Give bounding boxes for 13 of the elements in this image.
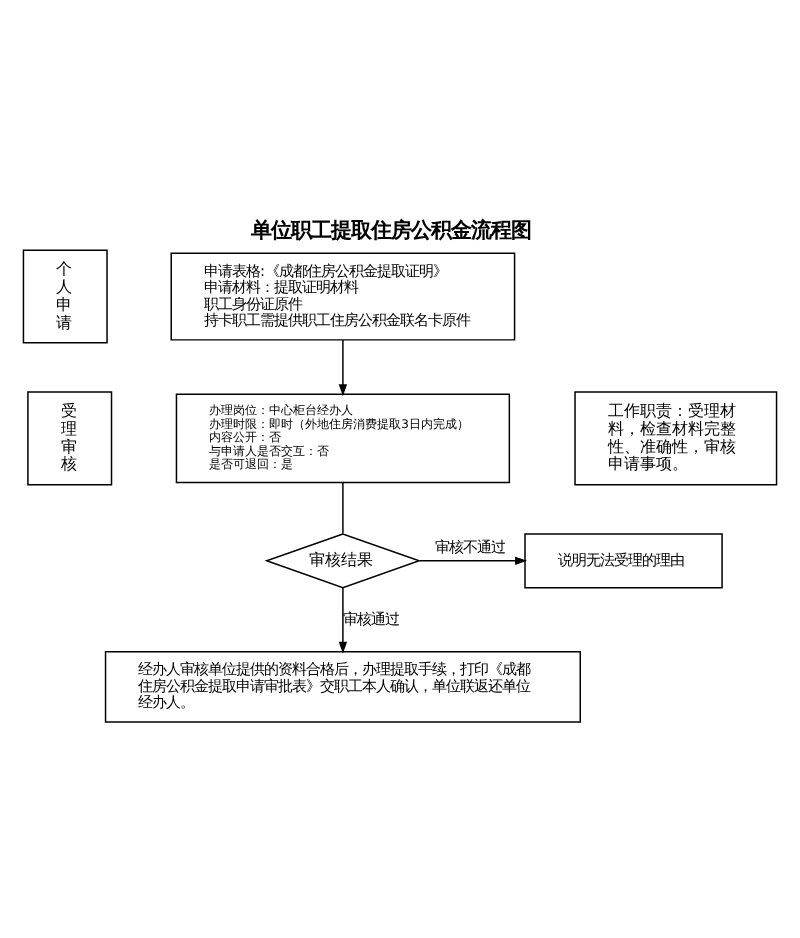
node-box: 经办人审核单位提供的资料合格后，办理提取手续，打印《成都住房公积金提取申请审批表》交职工本人确认，单位联返还单位经办人。 [104,651,581,723]
node-box: 个人申请 [22,249,108,344]
connector [342,482,344,535]
node-box: 工作职责：受理材料，检查材料完整性、准确性，审核申请事项。 [574,391,778,486]
node-box: 受理审核 [27,391,113,486]
node-diamond: 审核结果 [264,533,422,589]
diagram-title: 单位职工提取住房公积金流程图 [250,219,531,244]
arrow [418,556,528,565]
arrow [338,587,348,654]
edge-label: 审核不通过 [435,537,506,556]
node-box: 申请表格:《成都住房公积金提取证明》 申请材料：提取证明材料 职工身份证原件 持卡职工需提供职工住房公积金联名卡原件 [170,252,516,341]
arrow [338,339,348,397]
node-box: 说明无法受理的理由 [524,533,723,589]
